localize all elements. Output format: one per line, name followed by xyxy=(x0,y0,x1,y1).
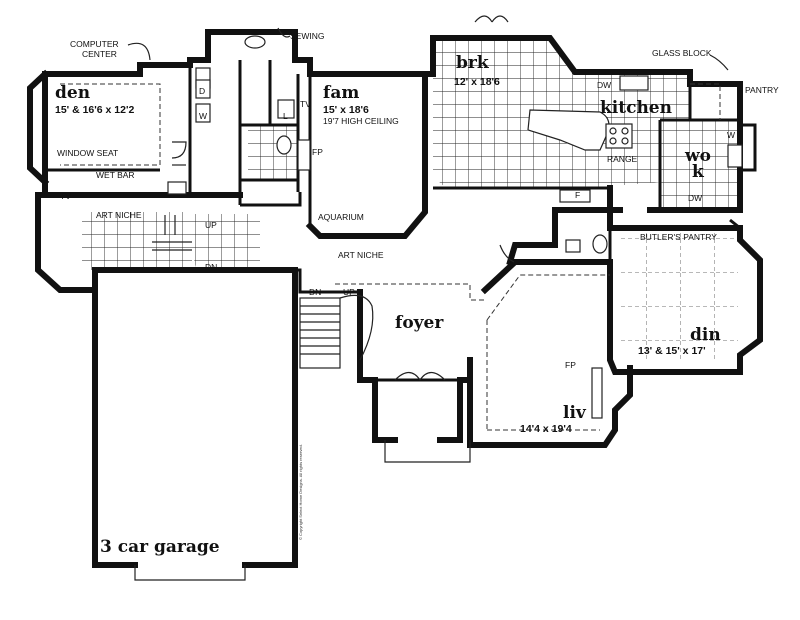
art-niche-den-label: ART NICHE xyxy=(96,210,142,220)
fridge-label: F xyxy=(575,190,580,200)
pantry-label: PANTRY xyxy=(745,85,779,95)
main-stair-up-label: UP xyxy=(343,287,355,297)
dw-wok-label: DW xyxy=(688,193,702,203)
walls xyxy=(27,29,763,581)
room-labels: den 15' & 16'6 x 12'2 fam 15' x 18'6 19'… xyxy=(55,53,721,557)
fp-fam-label: FP xyxy=(312,147,323,157)
tv-fam-label: TV xyxy=(300,99,311,109)
brk-name: brk xyxy=(456,53,490,73)
computer-center-label: COMPUTER xyxy=(70,39,119,49)
dashed-lines xyxy=(60,83,721,431)
dw-kitchen-label: DW xyxy=(597,80,611,90)
stair-dn-label: DN xyxy=(205,262,217,272)
butlers-pantry-label: BUTLER'S PANTRY xyxy=(640,232,717,242)
stair-up-label: UP xyxy=(205,220,217,230)
rear-staircase xyxy=(152,215,192,251)
fam-ceiling: 19'7 HIGH CEILING xyxy=(323,116,399,126)
range-label: RANGE xyxy=(607,154,638,164)
linen-label: L xyxy=(283,111,288,121)
brk-dims: 12' x 18'6 xyxy=(454,76,500,88)
kitchen-name: kitchen xyxy=(600,98,672,118)
wok-name: wo xyxy=(684,146,711,166)
din-dims: 13' & 15' x 17' xyxy=(638,345,706,357)
din-name: din xyxy=(690,325,721,345)
garage-name: 3 car garage xyxy=(100,537,220,557)
main-staircase xyxy=(299,294,374,369)
computer-center-label-2: CENTER xyxy=(82,49,117,59)
wet-bar-label: WET BAR xyxy=(96,170,135,180)
liv-name: liv xyxy=(563,403,587,423)
fam-dims: 15' x 18'6 xyxy=(323,104,369,116)
main-stair-dn-label: DN xyxy=(309,287,321,297)
dryer-label: D xyxy=(199,86,205,96)
pantry-w-label: W xyxy=(727,130,735,140)
fp-liv-label: FP xyxy=(565,360,576,370)
copyright-note: © Copyright Select Home Designs. All rig… xyxy=(298,444,303,540)
sewing-label: SEWING xyxy=(290,31,324,41)
fam-name: fam xyxy=(323,83,359,103)
art-niche-fam-label: ART NICHE xyxy=(338,250,384,260)
den-dims: 15' & 16'6 x 12'2 xyxy=(55,104,134,116)
den-name: den xyxy=(55,83,90,103)
window-seat-label: WINDOW SEAT xyxy=(57,148,118,158)
aquarium-label: AQUARIUM xyxy=(318,212,364,222)
annotations: COMPUTER CENTER SEWING GLASS BLOCK PANTR… xyxy=(57,27,779,540)
glass-block-label: GLASS BLOCK xyxy=(652,48,712,58)
tv-den-label: TV xyxy=(60,191,71,201)
fixtures xyxy=(152,15,743,419)
wok-name-k: k xyxy=(692,162,705,182)
washer-label: W xyxy=(199,111,207,121)
liv-dims: 14'4 x 19'4 xyxy=(520,423,572,435)
foyer-name: foyer xyxy=(395,313,444,333)
